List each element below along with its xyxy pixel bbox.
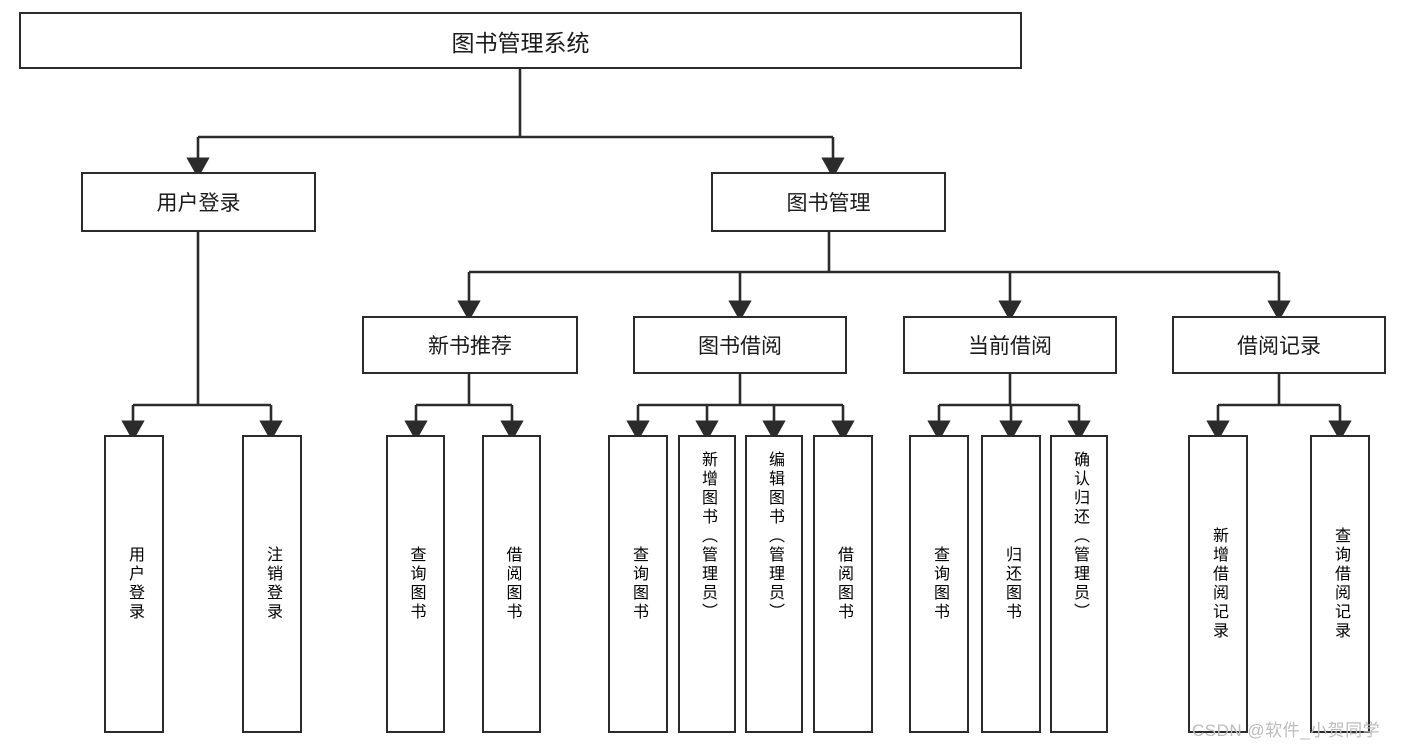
leaf-borrow-book-1-label: 借阅图书	[503, 546, 521, 622]
node-current-borrow-label: 当前借阅	[968, 335, 1052, 358]
leaf-query-book-3-label: 查询图书	[931, 546, 948, 622]
leaf-query-book-1-label: 查询图书	[407, 546, 425, 622]
leaf-borrow-book-2[interactable]: 借阅图书	[813, 435, 873, 733]
leaf-query-borrow-record[interactable]: 查询借阅记录	[1310, 435, 1370, 733]
node-book-borrow[interactable]: 图书借阅	[633, 316, 847, 374]
leaf-user-logout[interactable]: 注销登录	[242, 435, 302, 733]
node-book-borrow-label: 图书借阅	[698, 335, 782, 358]
node-current-borrow[interactable]: 当前借阅	[903, 316, 1117, 374]
leaf-return-book-label: 归还图书	[1003, 546, 1020, 622]
node-book-manage-label: 图书管理	[786, 192, 871, 215]
leaf-user-login-label: 用户登录	[126, 546, 143, 622]
leaf-borrow-book-2-label: 借阅图书	[835, 546, 852, 622]
node-root-label: 图书管理系统	[451, 29, 590, 56]
leaf-user-logout-label: 注销登录	[264, 546, 281, 622]
node-user-login[interactable]: 用户登录	[81, 172, 316, 232]
leaf-add-borrow-record-label: 新增借阅记录	[1210, 527, 1227, 641]
leaf-edit-book-admin[interactable]: 编辑图书（管理员）	[745, 435, 803, 733]
leaf-query-borrow-record-label: 查询借阅记录	[1332, 527, 1349, 641]
node-book-manage[interactable]: 图书管理	[711, 172, 946, 232]
node-new-book-recommend-label: 新书推荐	[428, 335, 512, 358]
leaf-borrow-book-1[interactable]: 借阅图书	[482, 435, 541, 733]
leaf-add-book-admin[interactable]: 新增图书（管理员）	[678, 435, 736, 733]
leaf-add-book-admin-label: 新增图书（管理员）	[699, 451, 716, 622]
leaf-query-book-2[interactable]: 查询图书	[608, 435, 668, 733]
leaf-query-book-3[interactable]: 查询图书	[909, 435, 969, 733]
leaf-confirm-return-admin[interactable]: 确认归还（管理员）	[1050, 435, 1108, 733]
leaf-user-login[interactable]: 用户登录	[104, 435, 164, 733]
node-root[interactable]: 图书管理系统	[19, 12, 1022, 69]
leaf-add-borrow-record[interactable]: 新增借阅记录	[1188, 435, 1248, 733]
node-borrow-record[interactable]: 借阅记录	[1172, 316, 1386, 374]
leaf-query-book-2-label: 查询图书	[630, 546, 647, 622]
leaf-edit-book-admin-label: 编辑图书（管理员）	[766, 451, 783, 622]
leaf-return-book[interactable]: 归还图书	[981, 435, 1041, 733]
leaf-query-book-1[interactable]: 查询图书	[386, 435, 445, 733]
watermark: CSDN @软件_小贺同学	[1192, 721, 1381, 740]
node-borrow-record-label: 借阅记录	[1237, 335, 1321, 358]
node-user-login-label: 用户登录	[156, 192, 241, 215]
leaf-confirm-return-admin-label: 确认归还（管理员）	[1071, 451, 1088, 622]
node-new-book-recommend[interactable]: 新书推荐	[362, 316, 578, 374]
